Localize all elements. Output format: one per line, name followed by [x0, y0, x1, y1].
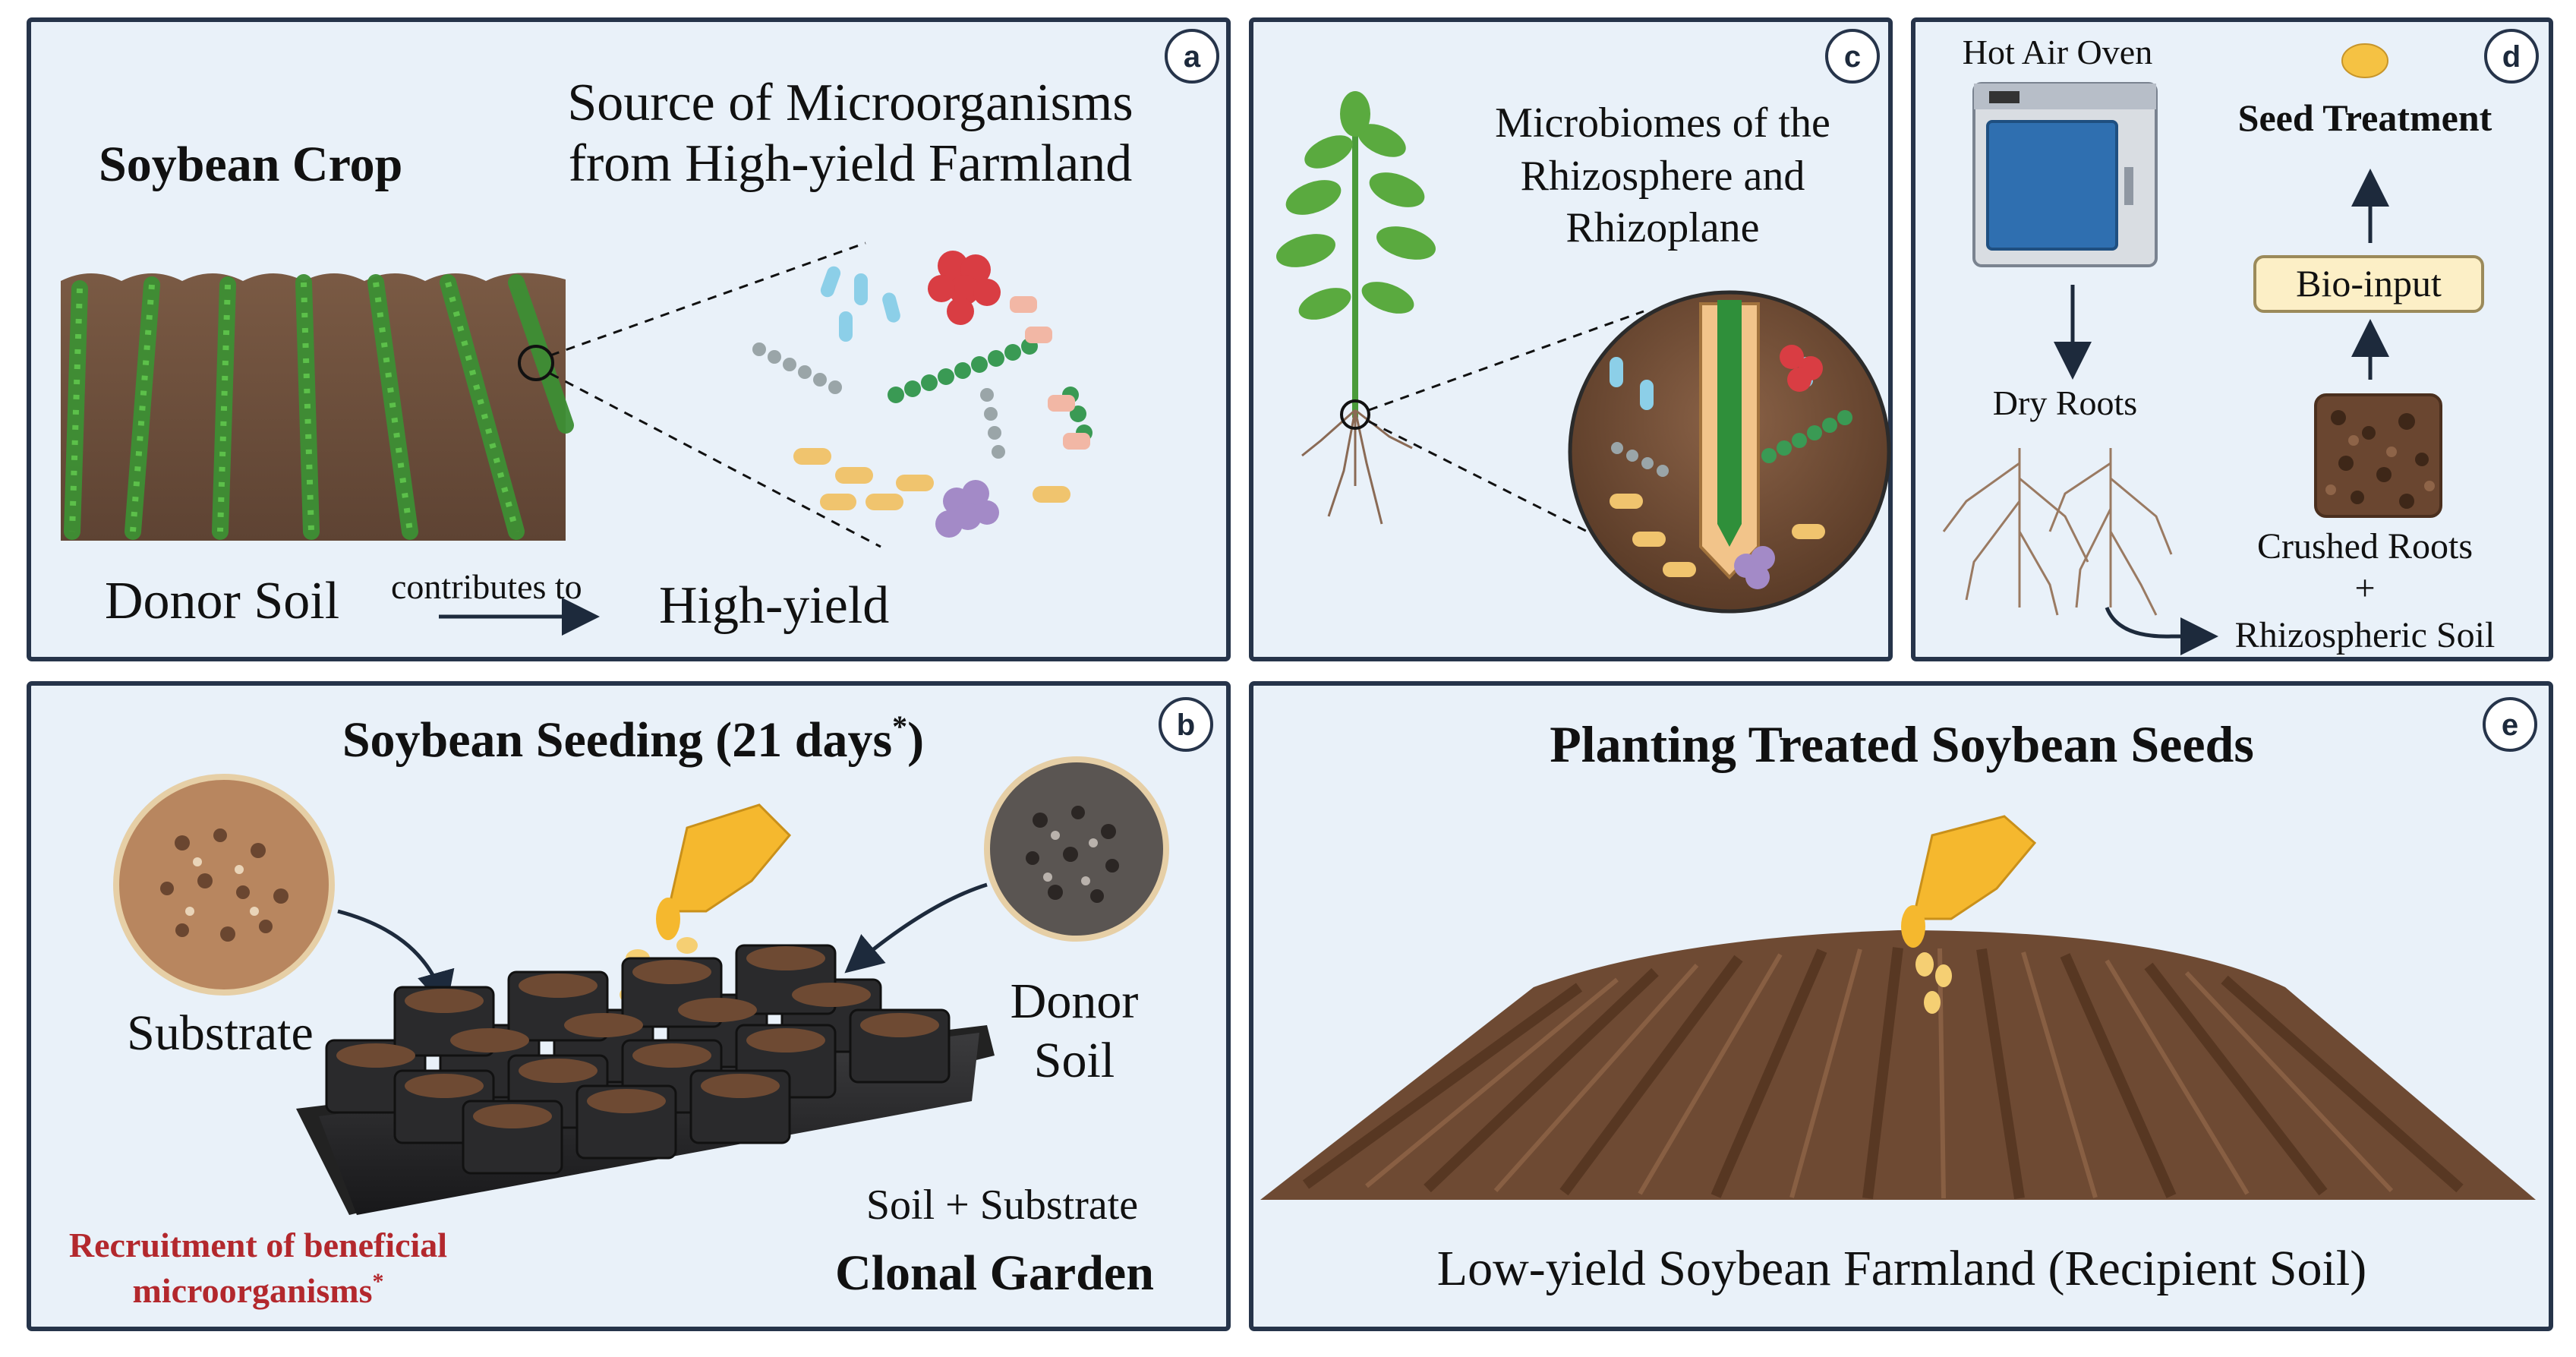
microbiomes-line-1: Microbiomes of the — [1495, 99, 1830, 147]
high-yield-label: High-yield — [659, 576, 889, 635]
panel-d-letter: d — [2502, 40, 2521, 74]
panel-b-title: Soybean Seeding (21 days*) — [342, 709, 924, 768]
panel-a-badge — [1165, 29, 1219, 84]
falling-seeds-icon — [1915, 952, 1952, 1014]
glove-icon — [656, 803, 792, 940]
panel-c-letter: c — [1844, 40, 1861, 74]
farmland-illustration — [1260, 930, 2536, 1200]
seed-icon — [2341, 43, 2388, 78]
seedling-tray-illustration — [296, 944, 995, 1215]
rhizospheric-soil-label: Rhizospheric Soil — [2235, 615, 2496, 655]
donor-line-2: Soil — [1034, 1033, 1115, 1088]
microbiomes-line-2: Rhizosphere and — [1521, 153, 1805, 200]
dry-roots-illustration — [1942, 448, 2173, 616]
panel-b-badge — [1159, 697, 1213, 752]
bio-input-box — [2253, 255, 2484, 313]
glove-icon — [1901, 815, 2037, 948]
clonal-garden-label: Clonal Garden — [835, 1245, 1154, 1301]
recipient-soil-label: Low-yield Soybean Farmland (Recipient So… — [1437, 1241, 2366, 1296]
panel-d-badge — [2484, 29, 2539, 84]
soil-plus-substrate-label: Soil + Substrate — [866, 1182, 1138, 1229]
recruitment-line-1: Recruitment of beneficial — [69, 1226, 447, 1264]
panel-d: d Hot Air Oven Dry Roots Seed Treatment — [1911, 17, 2553, 661]
bio-input-label: Bio-input — [2296, 262, 2442, 305]
panel-c-badge — [1825, 29, 1880, 84]
substrate-circle-illustration — [113, 774, 335, 996]
dry-roots-label: Dry Roots — [1993, 383, 2137, 422]
crushed-roots-label: Crushed Roots — [2257, 526, 2473, 566]
crushed-roots-illustration — [2314, 393, 2442, 518]
panel-e: e Planting Treated Soybean Seeds — [1249, 681, 2553, 1331]
donor-line-1: Donor — [1011, 974, 1139, 1029]
contributes-label: contributes to — [391, 567, 582, 606]
panel-e-badge — [2483, 697, 2537, 752]
donor-soil-circle-illustration — [984, 756, 1169, 942]
panel-e-title: Planting Treated Soybean Seeds — [1550, 715, 2254, 773]
donor-soil-arrow — [844, 882, 988, 974]
microbes-cluster-illustration — [752, 251, 1093, 538]
panel-b-letter: b — [1177, 708, 1195, 742]
source-line-1: Source of Microorganisms — [567, 74, 1133, 132]
roots-to-crushed-arrow — [2105, 607, 2218, 655]
rhizosphere-zoom-illustration — [1568, 290, 1891, 614]
microbiomes-line-3: Rhizoplane — [1565, 204, 1759, 251]
soybean-plant-illustration — [1276, 91, 1436, 525]
hot-air-oven-label: Hot Air Oven — [1963, 33, 2152, 71]
panel-a: a Soybean Crop Source of Microorganisms … — [27, 17, 1231, 661]
panel-e-letter: e — [2502, 708, 2518, 742]
panel-c: c Microbiomes of the Rhizosphere and Rhi… — [1249, 17, 1893, 661]
panel-a-title: Soybean Crop — [99, 137, 402, 192]
recruitment-line-2: microorganisms* — [132, 1269, 383, 1310]
substrate-label: Substrate — [127, 1005, 314, 1061]
panel-a-letter: a — [1184, 40, 1201, 74]
donor-soil-label: Donor Soil — [105, 572, 339, 630]
seed-treatment-label: Seed Treatment — [2238, 96, 2492, 139]
panel-b: b Soybean Seeding (21 days*) Substrate D… — [27, 681, 1231, 1331]
plus-label: + — [2354, 568, 2375, 608]
soybean-field-illustration — [61, 273, 574, 541]
hot-air-oven-illustration — [1972, 82, 2158, 267]
source-line-2: from High-yield Farmland — [569, 134, 1133, 193]
